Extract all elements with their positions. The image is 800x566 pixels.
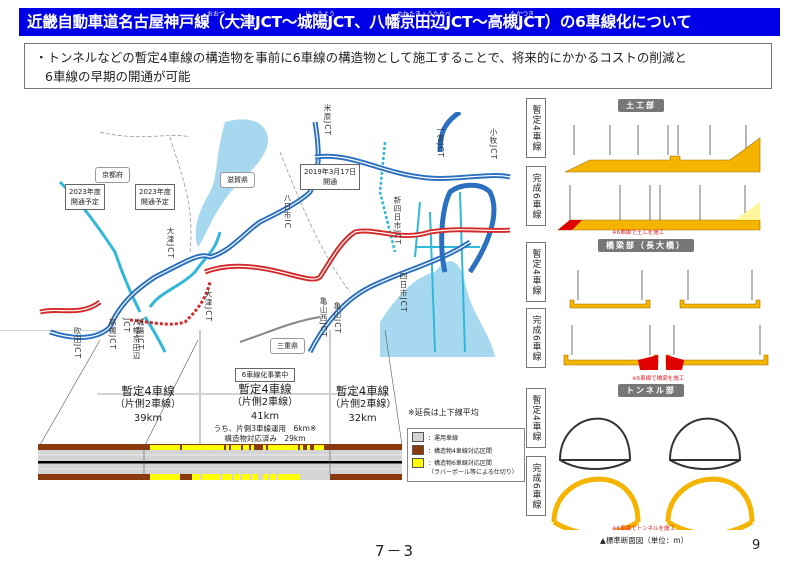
- ruby-yawata: やわたきょうたなべ: [397, 11, 452, 18]
- legend-item-6lane: ：構造物6車線対応区間 （ラバーポール等による仕切り）: [412, 458, 520, 476]
- segment-note-2: 構造物対応済み 29km: [224, 434, 306, 443]
- legend-label: ：運用車線: [428, 434, 459, 442]
- page-number: 9: [752, 538, 761, 553]
- segment-length: 41km: [250, 411, 280, 422]
- cross-section-caption: ▲標準断面図（単位：m）: [600, 536, 689, 545]
- pref-label-shiga: 滋賀県: [220, 172, 255, 188]
- callout-2023-east: 2023年度 開通予定: [135, 184, 175, 210]
- label-takatsuki-jct: 高槻JCT: [108, 318, 117, 351]
- lane-strip-diagram: [38, 444, 402, 480]
- callout-text: 2023年度: [139, 188, 171, 196]
- segment-east: 暫定4車線 （片側2車線） 32km: [330, 384, 397, 426]
- pref-label-mie: 三重県: [270, 338, 305, 354]
- callout-2019-opened: 2019年3月17日 開通: [300, 164, 361, 190]
- callout-2023-west: 2023年度 開通予定: [65, 184, 105, 210]
- legend-sub-note: （ラバーポール等による仕切り）: [428, 469, 518, 476]
- label-otsu-jct: 大津JCT: [204, 290, 213, 323]
- label-yawata-kyotanabe-jct: 八幡京田辺JCT: [122, 318, 141, 361]
- legend-label: ：構造物4車線対応区間: [428, 447, 492, 455]
- header-bridge: 橋梁部（長大橋）: [598, 239, 694, 252]
- callout-text: 開通予定: [140, 198, 169, 206]
- side-label-complete: 完成6車線: [526, 308, 546, 368]
- side-label-provisional: 暫定4車線: [526, 242, 546, 302]
- label-suita-jct: 吹田JCT: [73, 327, 82, 360]
- segment-note-1: うち、片側3車線運用 6km※: [213, 424, 317, 433]
- label-komaki-jct: 小牧JCT: [489, 128, 498, 161]
- lane-legend: ：運用車線 ：構造物4車線対応区間 ：構造物6車線対応区間 （ラバーポール等によ…: [407, 428, 525, 482]
- side-label-complete: 完成6車線: [526, 456, 546, 516]
- callout-text: 開通予定: [70, 198, 99, 206]
- title-bar: おおつ じょうよう やわたきょうたなべ たかつき 近畿自動車道名古屋神戸線（大津…: [19, 8, 780, 36]
- page-title: 近畿自動車道名古屋神戸線（大津JCT～城陽JCT、八幡京田辺JCT～高槻JCT）…: [27, 13, 692, 31]
- length-note: ※延長は上下線平均: [408, 408, 479, 417]
- segment-lanes: 暫定4車線: [335, 384, 390, 398]
- label-kameyama-jct: 亀山JCT: [333, 302, 342, 335]
- ruby-takatsuki: たかつき: [510, 11, 535, 18]
- segment-sub: （片側2車線）: [231, 397, 299, 408]
- segment-lanes: 暫定4車線: [121, 384, 175, 398]
- legend-label-group: ：構造物6車線対応区間 （ラバーポール等による仕切り）: [428, 458, 518, 476]
- side-label-provisional: 暫定4車線: [526, 98, 546, 158]
- route-map: 京都府 滋賀県 三重県 2023年度 開通予定 2023年度 開通予定 2019…: [20, 104, 520, 362]
- legend-item-operating: ：運用車線: [412, 432, 520, 442]
- summary-line-1: ・トンネルなどの暫定4車線の構造物を事前に6車線の構造物として施工することで、将…: [35, 50, 687, 65]
- legend-swatch-brown: [412, 445, 424, 455]
- side-label-provisional: 暫定4車線: [526, 388, 546, 448]
- segment-west: 暫定4車線 （片側2車線） 39km: [98, 384, 198, 426]
- label-yokkaichi-jct: 四日市JCT: [399, 272, 408, 313]
- legend-label: ：構造物6車線対応区間: [428, 460, 492, 467]
- label-maibara-jct: 米原JCT: [323, 104, 332, 137]
- label-ichinomiya-jct: 一宮JCT: [436, 126, 445, 159]
- summary-line-2: 6車線の早期の開通が可能: [45, 69, 191, 84]
- segment-length: 32km: [348, 413, 377, 424]
- label-yokaichi-ic: 八日市IC: [283, 194, 292, 229]
- cross-section-panel: 暫定4車線 完成6車線 暫定4車線 完成6車線 暫定4車線 完成6車線 土工部 …: [520, 98, 790, 538]
- label-shin-yokkaichi-jct: 新四日市JCT: [393, 196, 402, 246]
- legend-swatch-grey: [412, 432, 424, 442]
- callout-text: 2019年3月17日: [304, 168, 357, 176]
- cross-section-drawings: [551, 125, 769, 530]
- note-bridge: ※6車線で橋梁を施工: [632, 376, 685, 382]
- label-joyo-jct: 城陽JCT: [136, 318, 145, 351]
- badge-in-progress: 6車線化事業中: [234, 368, 296, 382]
- map-graphic: [39, 109, 511, 357]
- segment-length: 39km: [133, 413, 163, 424]
- legend-swatch-yellow: [412, 458, 424, 468]
- note-tunnel: ※6車線でトンネルを施工: [612, 526, 675, 532]
- segment-leader-lines: [0, 330, 403, 446]
- segment-sub: （片側2車線）: [114, 399, 182, 410]
- label-otsu-jct-upper: 大津JCT: [166, 227, 175, 260]
- callout-text: 2023年度: [69, 188, 101, 196]
- note-earthwork: ※6車線で土工を施工: [612, 230, 665, 236]
- ruby-joyo: じょうよう: [305, 11, 336, 18]
- pref-label-kyoto: 京都府: [95, 167, 130, 183]
- page-label: 7－3: [375, 542, 416, 560]
- segment-lanes: 暫定4車線: [238, 382, 292, 396]
- segment-sub: （片側2車線）: [330, 399, 397, 410]
- callout-text: 開通: [323, 178, 338, 186]
- legend-item-4lane: ：構造物4車線対応区間: [412, 445, 520, 455]
- side-label-complete: 完成6車線: [526, 166, 546, 226]
- ruby-otsu: おおつ: [207, 11, 226, 18]
- summary-box: ・トンネルなどの暫定4車線の構造物を事前に6車線の構造物として施工することで、将…: [24, 43, 772, 89]
- segment-middle: 6車線化事業中 暫定4車線 （片側2車線） 41km うち、片側3車線運用 6k…: [200, 368, 330, 444]
- header-earthwork: 土工部: [618, 99, 664, 112]
- header-tunnel: トンネル部: [618, 384, 684, 397]
- label-kameyama-nishi-jct: 亀山西JCT: [319, 297, 328, 338]
